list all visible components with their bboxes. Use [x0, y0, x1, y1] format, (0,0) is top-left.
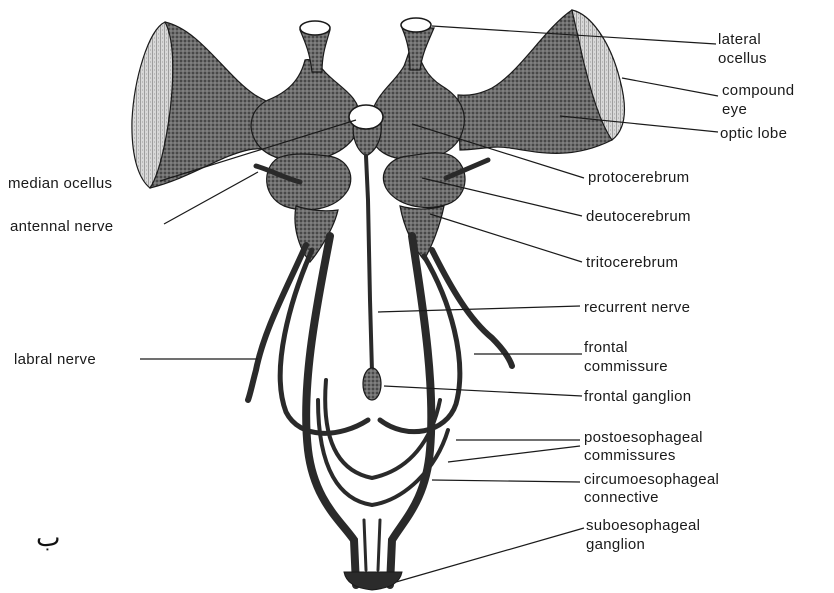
- right-lateral-ocellus: [401, 18, 431, 32]
- label-lateral-ocellus-line1: lateral: [718, 31, 761, 48]
- label-compound-eye-line2: eye: [722, 101, 747, 118]
- label-frontal-ganglion: frontal ganglion: [584, 388, 691, 405]
- label-frontal-commissure-line1: frontal: [584, 339, 628, 356]
- label-postoesophageal-line2: commissures: [584, 447, 676, 464]
- label-protocerebrum: protocerebrum: [588, 169, 689, 186]
- label-antennal-nerve: antennal nerve: [10, 218, 113, 235]
- label-frontal-commissure-line2: commissure: [584, 358, 668, 375]
- median-ganglion-stalk: [364, 520, 380, 570]
- right-optic-complex: [458, 10, 624, 153]
- left-circumoesophageal-connective: [306, 236, 356, 585]
- label-compound-eye-line1: compound: [722, 82, 794, 99]
- label-postoesophageal-line1: postoesophageal: [584, 429, 703, 446]
- left-lateral-ocellus: [300, 21, 330, 35]
- labels-left: median ocellus antennal nerve labral ner…: [8, 175, 113, 368]
- brain-hemispheres: [251, 18, 465, 262]
- right-circumoesophageal-connective: [390, 236, 431, 585]
- left-labral-nerve: [248, 245, 306, 400]
- label-labral-nerve: labral nerve: [14, 351, 96, 368]
- label-suboesophageal-line2: ganglion: [586, 536, 645, 553]
- left-protocerebrum: [251, 60, 360, 162]
- corner-mark: ب: [36, 523, 60, 553]
- leader-compound-eye: [622, 78, 718, 96]
- leader-circumoesophageal: [432, 480, 580, 482]
- label-lateral-ocellus-line2: ocellus: [718, 50, 767, 67]
- leader-antennal-nerve: [164, 172, 258, 224]
- label-median-ocellus: median ocellus: [8, 175, 112, 192]
- label-tritocerebrum: tritocerebrum: [586, 254, 678, 271]
- label-circumoesophageal-line1: circumoesophageal: [584, 471, 719, 488]
- left-deutocerebrum: [267, 154, 351, 210]
- recurrent-nerve: [366, 156, 372, 372]
- label-suboesophageal-line1: suboesophageal: [586, 517, 700, 534]
- frontal-ganglion: [363, 368, 381, 400]
- nerve-cords: [248, 156, 512, 590]
- label-optic-lobe: optic lobe: [720, 125, 787, 142]
- leader-postoesophageal-b: [448, 446, 580, 462]
- label-deutocerebrum: deutocerebrum: [586, 208, 691, 225]
- label-recurrent-nerve: recurrent nerve: [584, 299, 690, 316]
- right-deutocerebrum: [383, 153, 465, 208]
- leader-suboesophageal: [396, 528, 584, 582]
- leader-recurrent-nerve: [378, 306, 580, 312]
- label-circumoesophageal-line2: connective: [584, 489, 659, 506]
- right-tritocerebrum: [400, 206, 444, 260]
- leader-tritocerebrum: [430, 214, 582, 262]
- leader-frontal-ganglion: [384, 386, 582, 396]
- suboesophageal-ganglion: [344, 572, 402, 590]
- median-ocellus: [349, 105, 383, 129]
